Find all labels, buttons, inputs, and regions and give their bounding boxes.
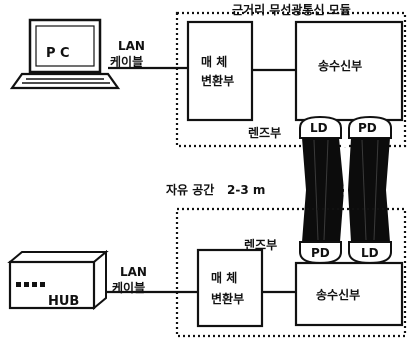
pc-laptop-icon xyxy=(9,18,121,90)
distance-label: 2-3 m xyxy=(227,183,265,197)
bottom-media-converter xyxy=(196,248,264,328)
beam-grain-1 xyxy=(313,139,319,241)
top-lens-right xyxy=(348,115,392,139)
top-lan-label: LAN xyxy=(118,39,145,53)
top-converter-line1: 매 체 xyxy=(201,54,227,69)
top-transceiver-label: 송수신부 xyxy=(318,58,362,73)
bottom-ld-label: LD xyxy=(361,246,379,260)
top-module-enclosure xyxy=(175,11,407,148)
bottom-lan-label: LAN xyxy=(120,265,147,279)
bottom-pd-label: PD xyxy=(311,246,330,260)
bottom-converter-line1: 매 체 xyxy=(211,270,237,285)
beam-grain-3 xyxy=(361,139,367,241)
module-title: 근거리 무선광통신 모듈 xyxy=(232,2,351,17)
pc-label: P C xyxy=(46,46,70,61)
optical-beam-right xyxy=(348,138,390,242)
top-converter-line2: 변환부 xyxy=(201,73,234,88)
top-cable-label: 케이블 xyxy=(110,54,143,69)
bottom-transceiver xyxy=(294,261,404,327)
top-media-converter xyxy=(186,20,254,122)
top-transceiver xyxy=(294,20,404,122)
top-lens-left xyxy=(299,115,342,139)
bottom-converter-line2: 변환부 xyxy=(211,291,244,306)
hub-device-icon xyxy=(7,249,109,311)
bottom-transceiver-label: 송수신부 xyxy=(316,287,360,302)
free-space-label: 자유 공간 xyxy=(166,182,214,197)
top-pd-label: PD xyxy=(358,121,377,135)
top-lens-label: 렌즈부 xyxy=(248,125,281,140)
bottom-module-enclosure xyxy=(175,207,407,338)
beam-grain-4 xyxy=(373,139,379,241)
top-ld-label: LD xyxy=(310,121,328,135)
beam-grain-2 xyxy=(323,139,329,241)
bottom-lens-label: 렌즈부 xyxy=(244,237,277,252)
optical-beam-left xyxy=(302,138,344,242)
hub-label: HUB xyxy=(48,294,79,309)
